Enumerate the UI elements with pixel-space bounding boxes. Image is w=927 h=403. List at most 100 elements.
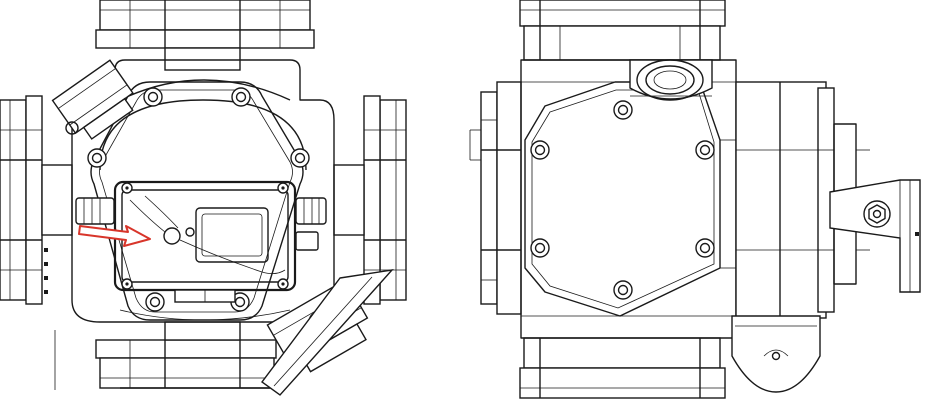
- side-arm: [829, 179, 921, 293]
- front-view: [0, 0, 407, 396]
- drawing-line: [523, 337, 721, 369]
- drawing-line: [295, 197, 327, 225]
- drawing-line: [99, 99, 307, 171]
- left-flange: [0, 95, 73, 305]
- bolt-icon: [613, 280, 633, 300]
- bottom-flange: [95, 321, 277, 389]
- bolt-icon: [231, 87, 251, 107]
- drawing-line: [294, 152, 306, 164]
- drawing-line: [99, 357, 275, 389]
- drawing-line: [613, 100, 633, 120]
- drawing-line: [129, 199, 166, 233]
- drawing-line: [699, 144, 711, 156]
- drawing-line: [333, 164, 365, 236]
- bolt-icon: [145, 292, 165, 312]
- drawing-line: [44, 248, 48, 252]
- bolt-icon: [143, 87, 163, 107]
- drain-hole-icon: [771, 351, 781, 361]
- drawing-line: [695, 140, 715, 160]
- drawing-line: [99, 0, 311, 31]
- drawing-line: [496, 81, 522, 315]
- drawing-line: [273, 276, 373, 387]
- drawing-line: [75, 197, 115, 225]
- drawing-line: [41, 164, 73, 236]
- bolt-icon: [530, 238, 550, 258]
- drawing-line: [185, 227, 195, 237]
- hex-bolt-icon: [863, 200, 891, 228]
- drawing-line: [863, 200, 891, 228]
- drawing-line: [531, 89, 715, 309]
- bolt-icon: [695, 238, 715, 258]
- bolt-icon: [290, 148, 310, 168]
- drawing-line: [480, 91, 498, 305]
- drawing-line: [829, 179, 921, 293]
- drawing-line: [119, 79, 291, 101]
- drawing-line: [91, 152, 103, 164]
- drawing-line: [147, 91, 159, 103]
- side-bottom-flange: [519, 337, 726, 399]
- right-flange: [333, 95, 407, 305]
- drawing-line: [125, 282, 129, 286]
- drawing-line: [695, 238, 715, 258]
- drawing-line: [44, 276, 48, 280]
- drawing-line: [519, 367, 726, 399]
- drawing-line: [143, 87, 163, 107]
- drawing-line: [82, 97, 134, 140]
- cover-bolts: [87, 87, 310, 312]
- drawing-line: [636, 59, 704, 101]
- drawing-line: [119, 309, 291, 321]
- drawing-line: [144, 195, 179, 229]
- drawing-line: [534, 144, 546, 156]
- drawing-line: [69, 84, 128, 126]
- bolt-icon: [613, 100, 633, 120]
- side-view: [469, 0, 921, 399]
- cable-gland-right: [295, 197, 327, 251]
- drawing-line: [645, 65, 695, 95]
- drawing-line: [44, 262, 48, 266]
- drawing-line: [58, 68, 116, 109]
- sensor-ring-icon: [163, 227, 181, 245]
- drawing-line: [617, 284, 629, 296]
- drawing-line: [735, 81, 827, 319]
- drawing-line: [763, 349, 789, 357]
- drawing-line: [195, 207, 269, 263]
- drawing-line: [523, 25, 721, 61]
- drawing-line: [653, 70, 687, 90]
- drawing-line: [95, 339, 277, 359]
- side-top-flange: [519, 0, 726, 61]
- drawing-line: [235, 91, 247, 103]
- drawing-line: [87, 148, 107, 168]
- drawing-line: [295, 231, 319, 251]
- side-actuator: [735, 81, 870, 319]
- screw-icon: [277, 182, 289, 194]
- top-flange: [95, 0, 315, 71]
- drawing-line: [534, 242, 546, 254]
- upper-left-port: [51, 59, 134, 140]
- drawing-line: [530, 238, 550, 258]
- drawing-line: [629, 59, 713, 100]
- side-drain-boss: [731, 315, 821, 393]
- drawing-line: [613, 280, 633, 300]
- drawing-line: [125, 186, 129, 190]
- drawing-line: [179, 239, 286, 274]
- drawing-line: [699, 242, 711, 254]
- drawing-line: [25, 95, 43, 305]
- drawing-line: [231, 87, 251, 107]
- screw-icon: [121, 182, 133, 194]
- drawing-line: [164, 321, 241, 341]
- indicator-arrow-icon: [78, 225, 151, 247]
- drawing-line: [95, 29, 315, 49]
- drawing-line: [149, 296, 161, 308]
- drawing-line: [164, 47, 241, 71]
- screw-icon: [121, 278, 133, 290]
- drawing-line: [290, 148, 310, 168]
- cable-gland-left: [75, 197, 115, 225]
- drawing-line: [868, 204, 886, 224]
- drawing-line: [731, 315, 821, 393]
- drawing-line: [145, 292, 165, 312]
- drawing-line: [281, 186, 285, 190]
- bolt-icon: [695, 140, 715, 160]
- side-cover-bolts: [530, 100, 715, 300]
